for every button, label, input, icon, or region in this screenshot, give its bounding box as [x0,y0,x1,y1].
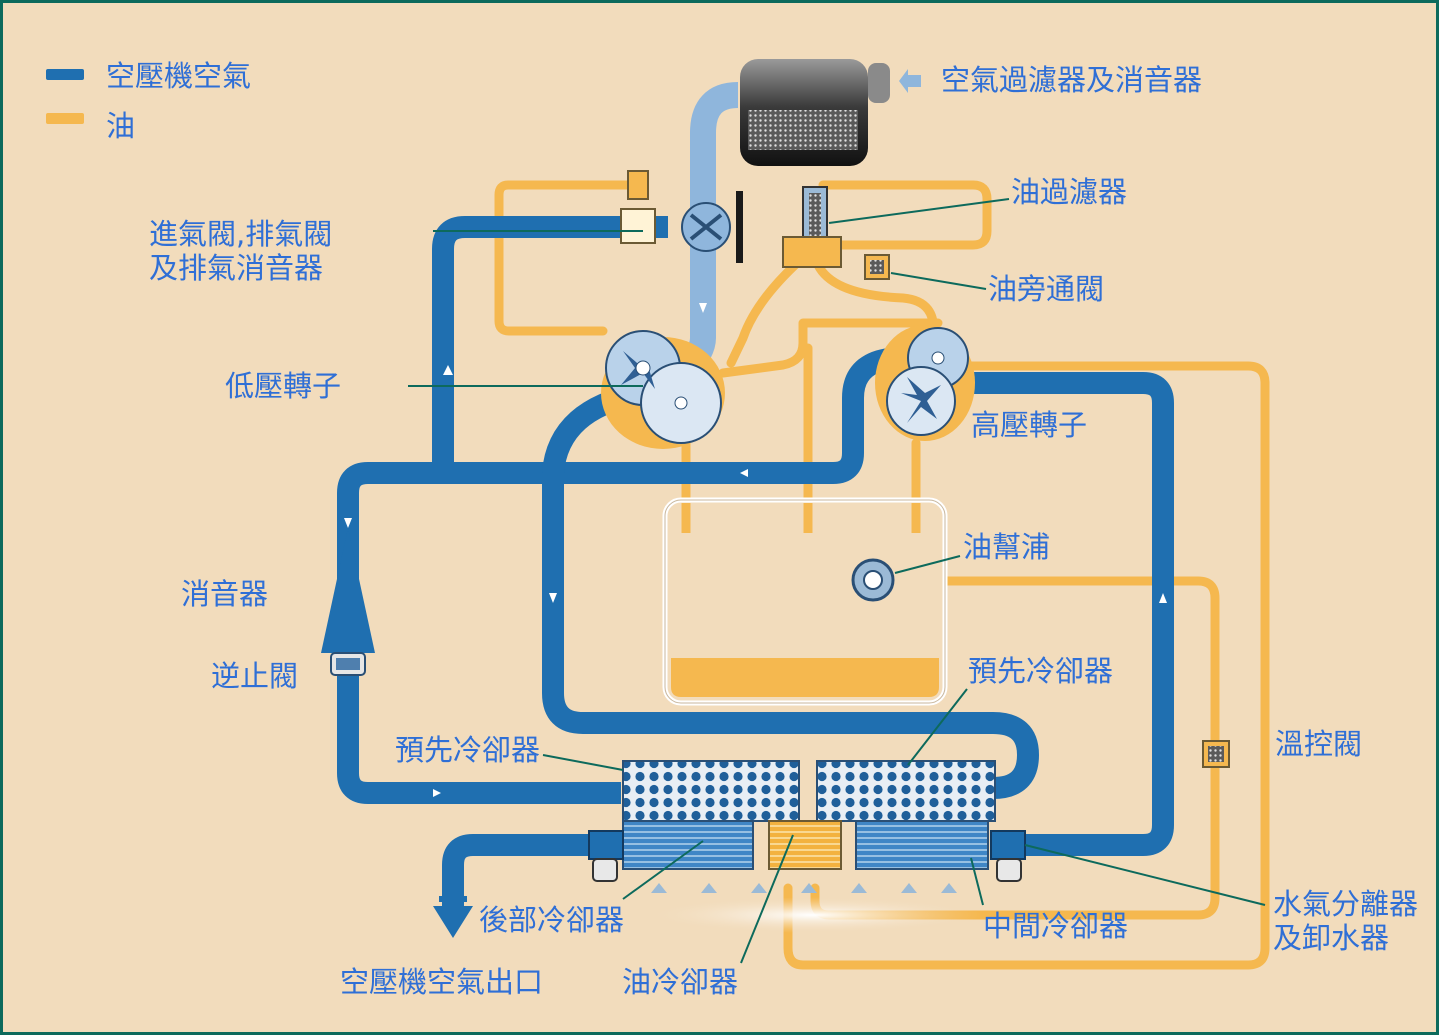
label-oil-filter: 油過濾器 [1011,175,1128,209]
cooling-fan [643,883,983,933]
label-aftercooler: 後部冷卻器 [479,903,625,937]
silencer-line [337,493,621,804]
lp-to-hp-pipe [337,347,904,494]
discharge-up-pipe [432,216,668,473]
label-silencer: 消音器 [181,577,269,611]
arrow-icon [699,303,707,313]
outlet-pipe [442,834,603,908]
label-precooler-right: 預先冷卻器 [968,654,1114,688]
oil-filter [782,186,842,268]
precooler-left-block [622,760,800,822]
label-compressed-air-outlet: 空壓機空氣出口 [340,965,544,999]
label-high-pressure-rotor: 高壓轉子 [971,408,1088,442]
oil-loop-top-right [818,180,992,250]
oil-to-lp-rotor [726,260,800,368]
legend-air-swatch [46,69,84,80]
label-check-valve: 逆止閥 [211,659,299,693]
intercooler-block [855,820,989,870]
check-valve [330,652,366,676]
aftercooler-block [622,820,754,870]
oil-loop-top [494,180,648,336]
oil-middle-line [718,318,943,378]
label-intake-exhaust-valve: 進氣閥,排氣閥 及排氣消音器 [149,217,333,285]
high-pressure-rotor [875,325,975,441]
oil-pump [851,558,895,602]
legend-air-label: 空壓機空氣 [106,59,252,93]
oil-sump [662,497,948,706]
low-pressure-rotor [601,330,725,449]
water-separator-right [990,830,1026,882]
oil-bypass-valve [864,254,890,280]
label-thermostatic-valve: 溫控閥 [1275,727,1363,761]
outlet-arrow-icon [433,906,473,938]
label-oil-bypass-valve: 油旁通閥 [988,272,1105,306]
label-oil-cooler: 油冷卻器 [622,965,739,999]
arrow-icon [1159,593,1167,603]
leader-lines [408,198,1266,964]
legend-oil-swatch [46,113,84,124]
label-oil-pump: 油幫浦 [963,530,1051,564]
precooler-right-block [816,760,996,822]
oil-right-loop [783,361,1270,970]
air-filter [740,59,921,166]
legend-oil-label: 油 [106,109,136,143]
thermostatic-valve [1202,740,1230,768]
lp-discharge-pipe [542,382,1039,799]
intake-exhaust-valve [620,170,743,263]
arrow-icon [740,469,748,477]
label-intercooler: 中間冷卻器 [983,909,1129,943]
flow-arrows [344,303,1167,797]
label-precooler-left: 預先冷卻器 [395,733,541,767]
label-water-separator-drain: 水氣分離器 及卸水器 [1273,887,1419,955]
silencer-cone [321,528,375,653]
arrow-icon [344,518,352,528]
oil-cooler-block [768,820,842,870]
water-separator-left [588,830,624,882]
arrow-icon [433,789,441,797]
label-air-filter-silencer: 空氣過濾器及消音器 [941,63,1203,97]
label-low-pressure-rotor: 低壓轉子 [225,369,342,403]
oil-to-hp-rotor [813,260,939,343]
hp-discharge-pipe [943,372,1174,856]
compressor-flow-diagram [321,59,1270,970]
arrow-icon [549,593,557,603]
arrow-icon [443,365,453,375]
